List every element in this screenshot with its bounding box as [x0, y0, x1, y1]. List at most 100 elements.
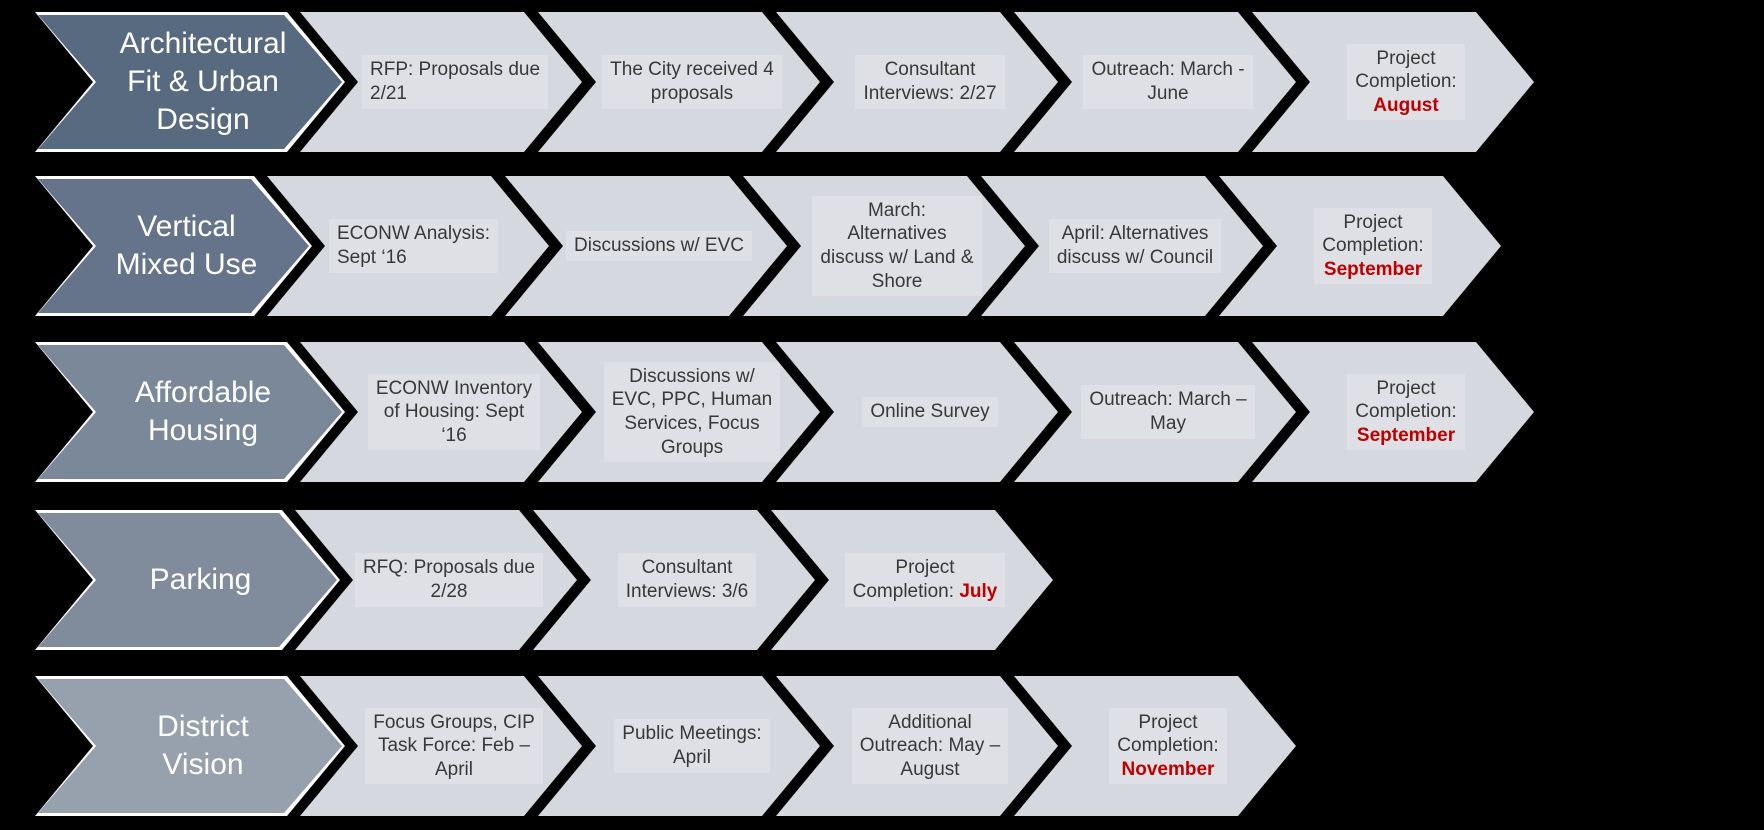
step-text-line: proposals — [610, 82, 774, 106]
step-text-segment: 2/28 — [430, 581, 468, 602]
step-text-segment: Additional — [888, 711, 972, 733]
step-text-line: August — [1355, 94, 1456, 118]
step-text-segment: May — [1150, 413, 1186, 434]
step-text-segment: Project — [895, 557, 955, 579]
row-header-chevron: Parking — [35, 510, 340, 650]
row-title-line: Parking — [149, 563, 252, 597]
step-text-line: Outreach: May – — [860, 734, 1000, 758]
step-text-segment: April: Alternatives — [1061, 223, 1209, 245]
step-text-segment: Alternatives — [847, 223, 947, 245]
step-text-segment: August — [900, 758, 960, 780]
step-text-line: Project — [853, 556, 998, 580]
step-text-line: ‘16 — [376, 424, 532, 448]
step-text-segment: Sept ‘16 — [337, 247, 407, 268]
step-text-segment: Project — [1376, 47, 1436, 69]
step-text-line: Public Meetings: — [622, 722, 761, 746]
step-text-line: November — [1117, 758, 1218, 782]
completion-month-highlight: November — [1121, 758, 1215, 780]
step-text-segment: 2/21 — [370, 83, 407, 104]
step-text-line: May — [1089, 412, 1246, 436]
step-text-segment: of Housing: Sept — [383, 401, 525, 423]
step-text-line: Discussions w/ — [612, 365, 773, 389]
step-text-segment: Interviews: 2/27 — [863, 83, 997, 104]
step-text-line: 2/28 — [363, 580, 535, 604]
step-text-line: Sept ‘16 — [337, 246, 490, 270]
step-text-segment: ECONW Analysis: — [337, 223, 491, 245]
row-title-line: Affordable — [134, 376, 272, 410]
step-text-segment: Outreach: May – — [859, 735, 1001, 757]
step-text-line: Discussions w/ EVC — [574, 234, 744, 258]
step-text-segment: discuss w/ Land & — [820, 247, 974, 268]
step-text-segment: ‘16 — [441, 424, 467, 446]
row-title-line: Vertical — [137, 210, 236, 244]
step-text-segment: Completion: — [1355, 71, 1457, 93]
step-text: Discussions w/ EVC — [567, 176, 751, 316]
step-text-line: discuss w/ Council — [1057, 246, 1213, 270]
step-text-line: Online Survey — [870, 400, 989, 424]
step-text-line: June — [1091, 82, 1244, 106]
step-text-segment: Services, Focus — [624, 413, 760, 434]
step-text-segment: Project — [1376, 377, 1436, 399]
step-text: Public Meetings:April — [600, 676, 784, 816]
step-text-segment: Outreach: March – — [1089, 389, 1247, 411]
step-text-segment: April — [434, 758, 473, 780]
row-title-line: Mixed Use — [115, 248, 258, 281]
completion-month-highlight: September — [1356, 424, 1456, 446]
completion-month-highlight: August — [1373, 94, 1439, 116]
step-text-line: Interviews: 2/27 — [863, 82, 996, 106]
step-text-segment: Completion: — [1322, 235, 1424, 257]
step-text-line: of Housing: Sept — [376, 400, 532, 424]
step-text-line: RFP: Proposals due — [370, 58, 540, 82]
step-text-line: EVC, PPC, Human — [612, 388, 773, 412]
step-text-segment: Outreach: March - — [1091, 59, 1245, 81]
step-text-box: Online Survey — [862, 397, 997, 427]
step-text-segment: The City received 4 — [610, 59, 774, 81]
row-title-line: District — [157, 710, 249, 744]
step-text-segment: RFQ: Proposals due — [362, 557, 536, 579]
step-text-line: Completion: — [1117, 734, 1218, 758]
step-text-segment: Task Force: Feb – — [377, 735, 531, 757]
step-text-segment: Completion: — [852, 581, 960, 602]
step-text-segment: ECONW Inventory — [375, 377, 533, 399]
step-text-segment: Consultant — [641, 557, 733, 579]
row-title: Parking — [35, 510, 340, 650]
step-text-segment: EVC, PPC, Human — [611, 389, 773, 411]
step-text-box: ECONW Analysis:Sept ‘16 — [329, 219, 498, 272]
step-text-line: The City received 4 — [610, 58, 774, 82]
step-text-line: Task Force: Feb – — [373, 734, 535, 758]
step-text-line: Alternatives — [820, 222, 973, 246]
step-text-segment: April — [672, 747, 711, 768]
row-title-line: Architectural — [119, 27, 287, 61]
